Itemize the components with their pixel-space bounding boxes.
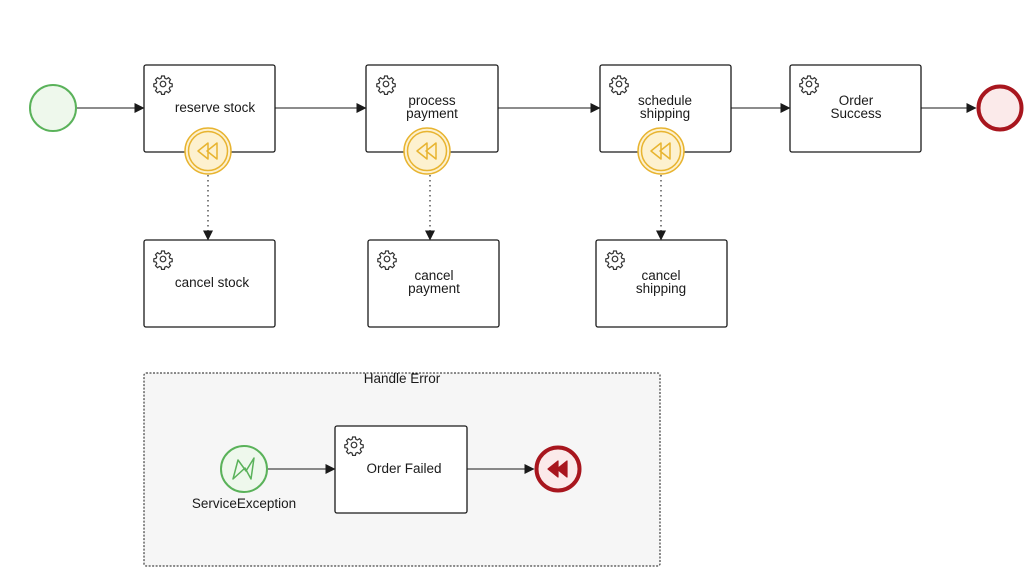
task-label-line-2: payment — [406, 106, 458, 121]
compensation-boundary-event[interactable] — [403, 127, 451, 175]
error-start-event[interactable] — [220, 445, 268, 493]
task-label: Order Failed — [366, 461, 441, 476]
task-cancel-stock[interactable]: cancel stock — [143, 239, 276, 328]
task-label-line-1: cancel — [414, 268, 453, 283]
rewind-filled-icon — [547, 460, 568, 478]
rewind-icon — [650, 142, 671, 160]
task-order-success[interactable]: Order Success — [789, 64, 922, 153]
task-order-failed[interactable]: Order Failed — [334, 425, 468, 514]
task-label-line-2: Success — [830, 106, 881, 121]
compensation-end-event[interactable] — [534, 445, 582, 493]
task-reserve-stock[interactable]: reserve stock — [143, 64, 276, 153]
task-label-line-1: cancel — [641, 268, 680, 283]
task-cancel-shipping[interactable]: cancel shipping — [595, 239, 728, 328]
error-lightning-icon — [232, 457, 255, 480]
task-label-line-2: payment — [408, 281, 460, 296]
task-label-line-2: shipping — [636, 281, 686, 296]
task-label-line-1: process — [408, 93, 456, 108]
task-label-line-2: shipping — [640, 106, 690, 121]
task-label-line-1: schedule — [638, 93, 692, 108]
task-label: cancel stock — [175, 275, 250, 290]
task-label: reserve stock — [175, 100, 256, 115]
rewind-icon — [416, 142, 437, 160]
start-event[interactable] — [29, 84, 77, 132]
subprocess-title: Handle Error — [364, 371, 441, 386]
error-start-label: ServiceException — [192, 496, 296, 511]
compensation-boundary-event[interactable] — [184, 127, 232, 175]
rewind-icon — [197, 142, 218, 160]
task-cancel-payment[interactable]: cancel payment — [367, 239, 500, 328]
end-event[interactable] — [976, 84, 1024, 132]
task-process-payment[interactable]: process payment — [365, 64, 499, 153]
task-label-line-1: Order — [839, 93, 874, 108]
compensation-boundary-event[interactable] — [637, 127, 685, 175]
